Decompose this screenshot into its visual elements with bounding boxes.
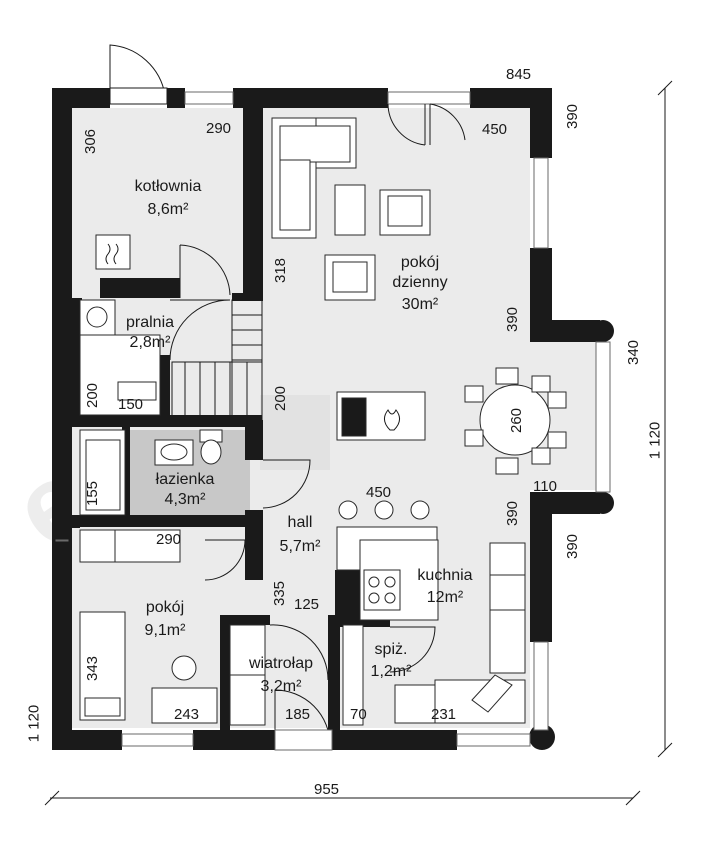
dimension-label: 335 [271, 580, 289, 607]
dimension-label: 450 [482, 121, 508, 138]
room-name-wiatrolap: wiatrołap [248, 655, 314, 672]
heat-icon [105, 243, 119, 265]
dimension-label: 450 [366, 484, 392, 501]
column [592, 492, 614, 514]
room-name-pokoj-dzienny-2: dzienny [392, 274, 448, 291]
room-area-spiz: 1,2m² [370, 663, 412, 680]
dimension-label: 1 120 [25, 704, 43, 743]
dimension-label: 318 [272, 257, 290, 284]
dimension-label: 125 [294, 596, 320, 613]
dimension-label: 150 [118, 396, 144, 413]
dimension-label: 955 [314, 781, 340, 798]
column [592, 320, 614, 342]
dimension-label: 390 [504, 500, 522, 527]
room-name-kuchnia: kuchnia [417, 567, 473, 584]
dimension-label: 155 [84, 480, 102, 507]
dimension-label: 70 [350, 706, 367, 723]
room-name-spiz: spiż. [374, 641, 408, 658]
dimension-label: 340 [625, 339, 643, 366]
dimension-label: 200 [84, 382, 102, 409]
hall-floor [260, 395, 330, 470]
exterior-walls [52, 88, 600, 750]
room-area-kotlownia: 8,6m² [147, 201, 189, 218]
dimension-label: 390 [504, 306, 522, 333]
room-name-pokoj-dzienny: pokój [400, 254, 440, 271]
room-name-pokoj: pokój [145, 599, 185, 616]
room-area-wiatrolap: 3,2m² [260, 678, 302, 695]
room-name-pralnia: pralnia [125, 314, 175, 331]
stairs [171, 299, 263, 421]
room-area-pralnia: 2,8m² [129, 334, 171, 351]
room-name-kotlownia: kotłownia [134, 178, 202, 195]
room-area-lazienka: 4,3m² [164, 491, 206, 508]
room-name-lazienka: łazienka [155, 471, 215, 488]
room-name-hall: hall [287, 514, 313, 531]
dimension-label: 390 [564, 103, 582, 130]
windows [55, 91, 611, 747]
dimension-label: 185 [285, 706, 311, 723]
dimension-label: 1 120 [646, 421, 664, 460]
dimension-label: 290 [156, 531, 182, 548]
dimension-label: 231 [431, 706, 457, 723]
entrance-door [274, 729, 333, 751]
dimension-label: 200 [272, 385, 290, 412]
dimension-label: 290 [206, 120, 232, 137]
dimension-label: 845 [506, 66, 532, 83]
fire-icon [384, 409, 400, 431]
room-area-pokoj-dzienny: 30m² [401, 296, 439, 313]
room-area-hall: 5,7m² [279, 538, 321, 555]
furniture [79, 117, 567, 726]
interior-walls [72, 88, 390, 730]
room-area-kuchnia: 12m² [426, 589, 464, 606]
dimension-label: 243 [174, 706, 200, 723]
dimension-label: 343 [84, 655, 102, 682]
doors [109, 44, 466, 746]
dimension-label: 110 [533, 478, 557, 495]
dimension-label: 390 [564, 533, 582, 560]
dimension-lines [44, 80, 673, 806]
dimension-label: 260 [508, 407, 526, 434]
dimension-label: 306 [82, 128, 100, 155]
room-area-pokoj: 9,1m² [144, 622, 186, 639]
